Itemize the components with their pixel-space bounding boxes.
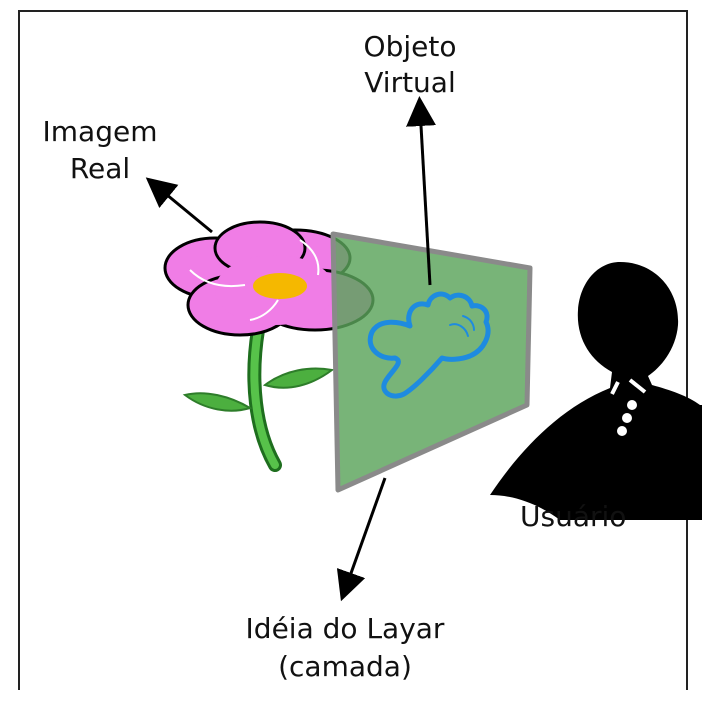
label-objeto-line2: Virtual: [364, 66, 456, 99]
label-layar-line2: (camada): [278, 650, 412, 683]
flower-center: [253, 273, 307, 299]
diagram-frame: [18, 10, 688, 690]
flower-leaf-right: [262, 367, 335, 389]
arrow-objeto-virtual: [406, 96, 436, 286]
arrow-layar: [336, 477, 387, 602]
flower-leaf-left: [182, 392, 253, 412]
label-usuario: Usuário: [520, 500, 627, 533]
label-imagem-line2: Real: [69, 152, 131, 185]
arrow-imagem-real: [145, 177, 213, 234]
hand-icon: [367, 291, 491, 399]
label-layar-line1: Idéia do Layar: [245, 612, 445, 645]
label-objeto-line1: Objeto: [363, 30, 457, 63]
layer-panel: [330, 231, 533, 493]
label-imagem-line1: Imagem: [42, 115, 158, 148]
user-silhouette-icon: [490, 262, 702, 520]
